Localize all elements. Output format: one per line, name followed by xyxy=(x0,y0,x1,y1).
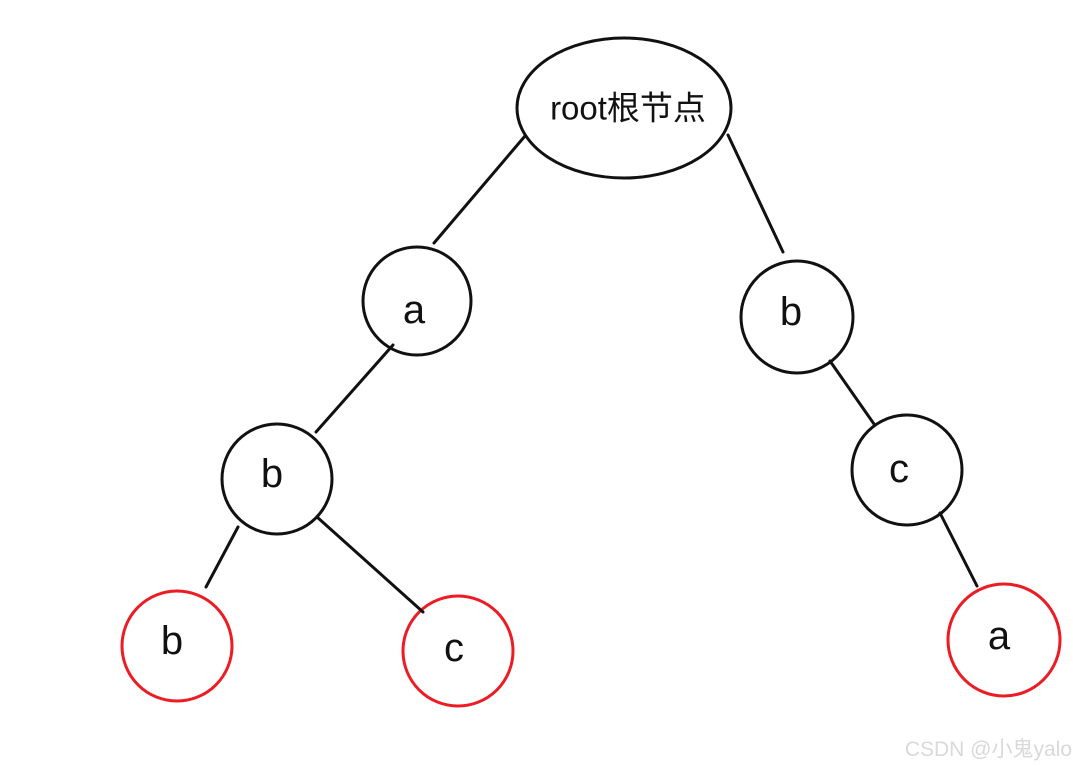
edge-b-right-to-c-right xyxy=(828,359,876,426)
node-b-left-label: b xyxy=(261,452,283,496)
edge-a-left-to-b-left xyxy=(314,343,395,434)
node-root-label: root根节点 xyxy=(550,90,706,127)
node-a-left xyxy=(361,245,473,357)
node-a-left-label: a xyxy=(403,288,426,332)
node-a-leaf-highlighted xyxy=(946,582,1062,698)
edge-b-left-to-b-leaf xyxy=(204,525,240,589)
node-b-right xyxy=(739,259,855,375)
node-b-right-label: b xyxy=(780,290,802,334)
edge-root-to-b-right xyxy=(726,133,785,254)
edge-b-left-to-c-leaf xyxy=(315,515,425,614)
node-a-leaf-label: a xyxy=(988,614,1011,658)
node-b-leaf-highlighted xyxy=(120,589,234,703)
node-b-leaf-label: b xyxy=(161,619,183,663)
edge-c-right-to-a-leaf xyxy=(938,511,979,588)
node-b-left xyxy=(220,422,334,536)
node-c-leaf-highlighted xyxy=(401,594,515,708)
node-c-right-label: c xyxy=(889,447,909,491)
node-c-leaf-label: c xyxy=(444,626,464,670)
node-root xyxy=(515,36,733,180)
csdn-watermark: CSDN @小鬼yalo xyxy=(905,738,1072,761)
node-c-right xyxy=(850,413,964,527)
edge-root-to-a-left xyxy=(432,134,527,245)
